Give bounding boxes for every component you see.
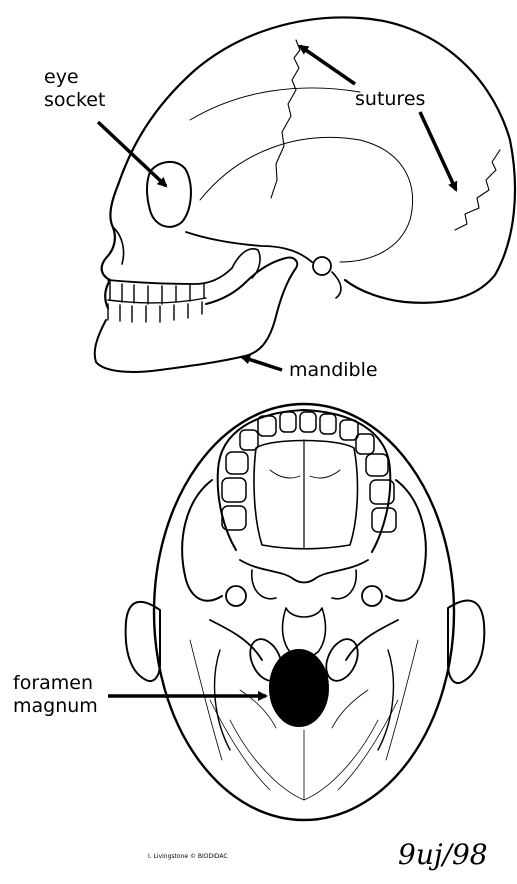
base-skull-drawing [126,404,485,820]
left-zygomatic [182,480,222,601]
sutures-arrow-top [300,46,355,84]
sphenoid-region [240,560,368,583]
right-zygomatic [386,480,426,601]
image-credit: I. Livingstone © BIODIDAC [148,853,228,860]
label-foramen-magnum-line2: magnum [13,695,98,718]
hard-palate [254,441,357,549]
mandible-shape [95,258,298,372]
upper-teeth [108,282,206,304]
label-sutures: sutures [355,88,425,111]
foramen-magnum-shape [270,650,328,726]
ear-canal [313,257,331,275]
label-mandible: mandible [289,359,378,382]
signature-mark: 9uj/98 [398,838,488,871]
mastoid [332,272,341,298]
eye-socket-arrow [98,122,166,186]
lambdoid-suture [455,150,500,230]
mandible-arrow [242,357,282,370]
label-eye-socket-line1: eye [44,66,105,89]
label-foramen-magnum: foramen magnum [13,672,98,718]
label-eye-socket-line2: socket [44,89,105,112]
label-eye-socket: eye socket [44,66,105,112]
temporal-line [190,88,360,120]
coronal-suture [271,40,300,198]
sutures-arrow-right [420,112,456,190]
maxilla [108,268,232,284]
lower-teeth [108,302,202,322]
coronoid-process [232,249,260,278]
label-foramen-magnum-line1: foramen [13,672,98,695]
eye-socket-shape [147,162,191,227]
lateral-skull-drawing [95,17,515,371]
